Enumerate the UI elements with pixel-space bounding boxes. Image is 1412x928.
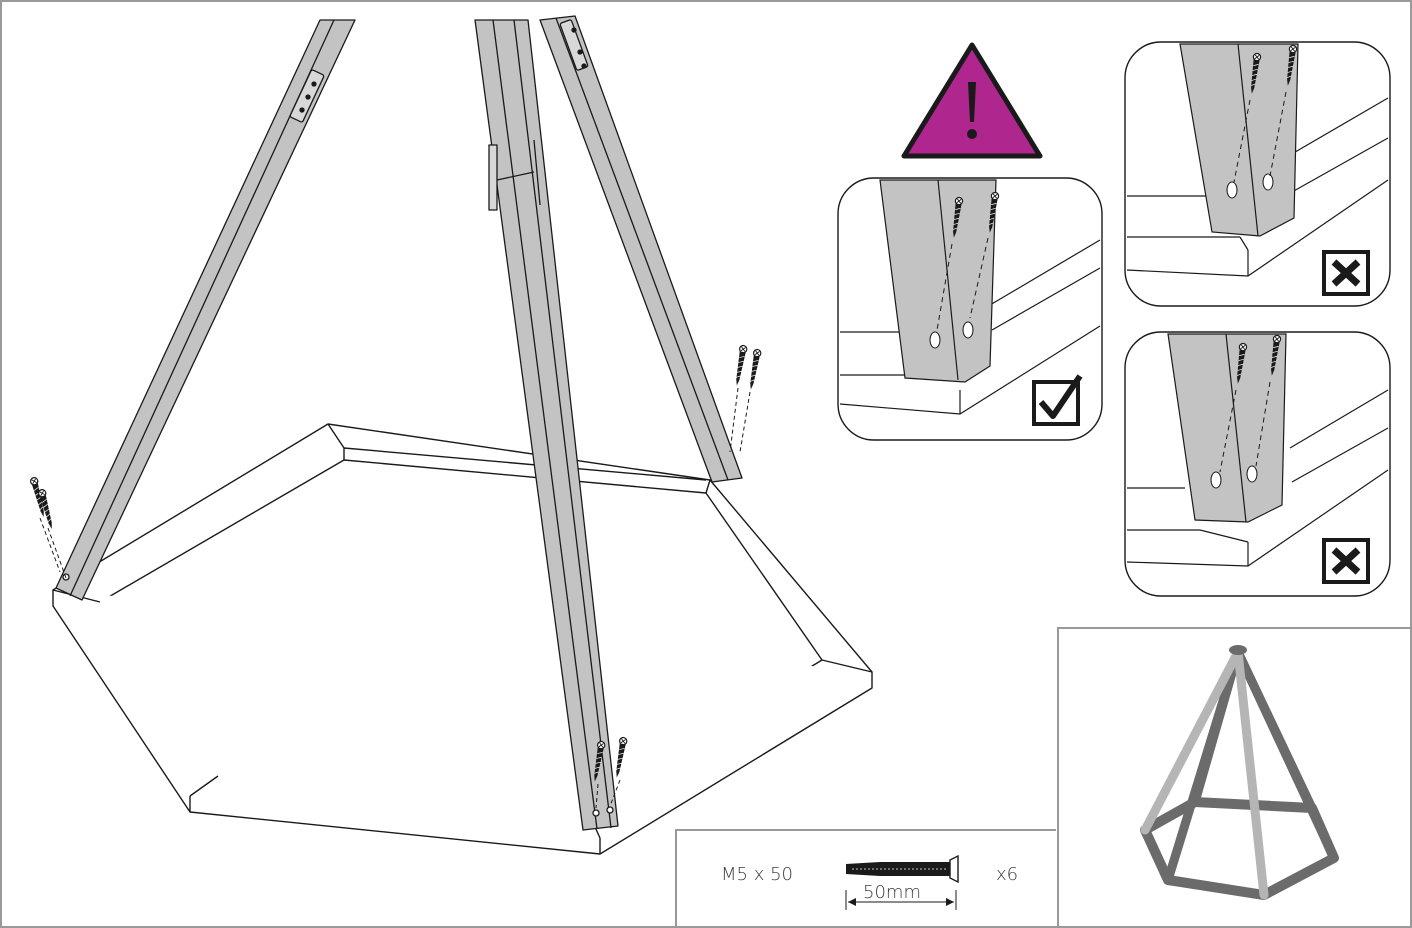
leg-left — [55, 19, 356, 601]
screw-length-label: 50mm — [863, 882, 921, 903]
cross-box-icon — [1322, 250, 1370, 296]
hardware-box — [675, 829, 1056, 928]
screw-icon — [29, 344, 762, 809]
cross-box-icon — [1322, 538, 1370, 584]
warning-triangle-icon — [901, 42, 1043, 159]
incorrect-joint-detail-panel-bottom — [1124, 331, 1391, 597]
leg-center — [474, 19, 619, 831]
leg-right — [539, 15, 743, 483]
screw-quantity-label: x6 — [996, 864, 1019, 885]
incorrect-joint-detail-panel-top — [1124, 41, 1391, 307]
screw-spec-label: M5 x 50 — [721, 864, 793, 885]
correct-joint-detail-panel — [837, 177, 1103, 441]
checkmark-box-icon — [1032, 374, 1083, 426]
screw-icon — [845, 854, 959, 910]
assembled-preview-box — [1057, 627, 1412, 928]
hexagon-base-frame — [52, 423, 873, 855]
